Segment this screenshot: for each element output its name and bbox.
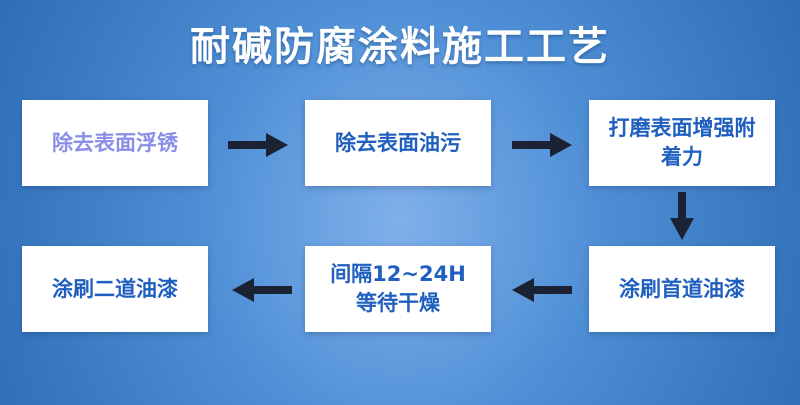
arrow-down-icon: [670, 192, 694, 240]
arrow-left-icon: [512, 278, 572, 302]
step-label: 涂刷二道油漆: [52, 276, 178, 301]
page-title: 耐碱防腐涂料施工工艺: [190, 24, 610, 70]
step-label: 间隔12~24H等待干燥: [330, 262, 466, 315]
step-box-wait-dry: 间隔12~24H等待干燥: [305, 246, 491, 332]
arrow-right-icon: [228, 133, 288, 157]
step-box-sand-surface: 打磨表面增强附着力: [589, 100, 775, 186]
step-label: 涂刷首道油漆: [619, 276, 745, 301]
step-label: 打磨表面增强附着力: [608, 116, 756, 169]
arrow-left-icon: [232, 278, 292, 302]
step-box-remove-oil: 除去表面油污: [305, 100, 491, 186]
step-label: 除去表面油污: [335, 130, 461, 155]
step-box-remove-rust: 除去表面浮锈: [22, 100, 208, 186]
step-box-first-coat: 涂刷首道油漆: [589, 246, 775, 332]
arrow-right-icon: [512, 133, 572, 157]
step-box-second-coat: 涂刷二道油漆: [22, 246, 208, 332]
step-label: 除去表面浮锈: [52, 130, 178, 155]
